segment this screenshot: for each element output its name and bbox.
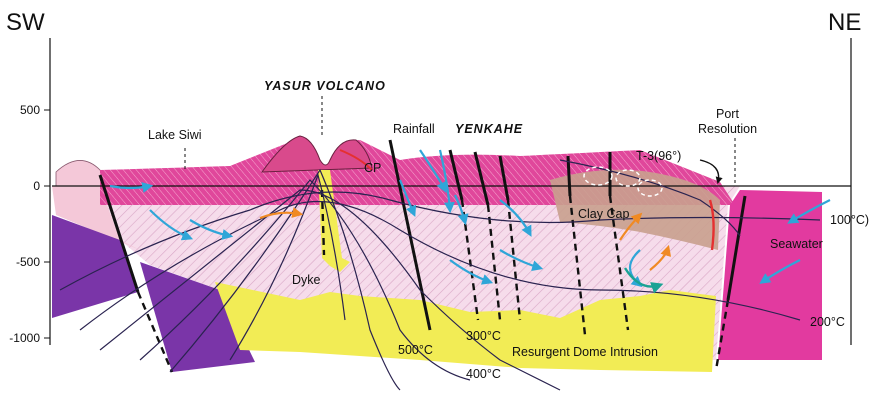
tick-minus-1000: -1000 bbox=[9, 331, 40, 345]
label-lake-siwi: Lake Siwi bbox=[148, 128, 202, 142]
yasur-cone bbox=[262, 136, 372, 172]
compass-ne: NE bbox=[828, 9, 861, 36]
label-port: Port bbox=[716, 107, 739, 121]
label-well-t3: T-3(96°) bbox=[636, 149, 681, 163]
isotherm-400: 400°C bbox=[466, 367, 501, 381]
label-seawater: Seawater bbox=[770, 237, 823, 251]
label-yenkahe: YENKAHE bbox=[455, 122, 523, 136]
isotherm-100: 100°C) bbox=[830, 213, 869, 227]
label-yasur-volcano: YASUR VOLCANO bbox=[264, 79, 386, 93]
label-clay-cap: Clay Cap bbox=[578, 207, 629, 221]
isotherm-500: 500°C bbox=[398, 343, 433, 357]
label-rainfall: Rainfall bbox=[393, 122, 435, 136]
label-cp: CP bbox=[364, 161, 381, 175]
label-resolution: Resolution bbox=[698, 122, 757, 136]
label-dyke: Dyke bbox=[292, 273, 321, 287]
tick-minus-500: -500 bbox=[16, 255, 40, 269]
tick-500: 500 bbox=[20, 103, 40, 117]
tick-0: 0 bbox=[33, 179, 40, 193]
label-resurgent-dome: Resurgent Dome Intrusion bbox=[512, 345, 658, 359]
isotherm-300: 300°C bbox=[466, 329, 501, 343]
compass-sw: SW bbox=[6, 9, 45, 36]
isotherm-200: 200°C bbox=[810, 315, 845, 329]
